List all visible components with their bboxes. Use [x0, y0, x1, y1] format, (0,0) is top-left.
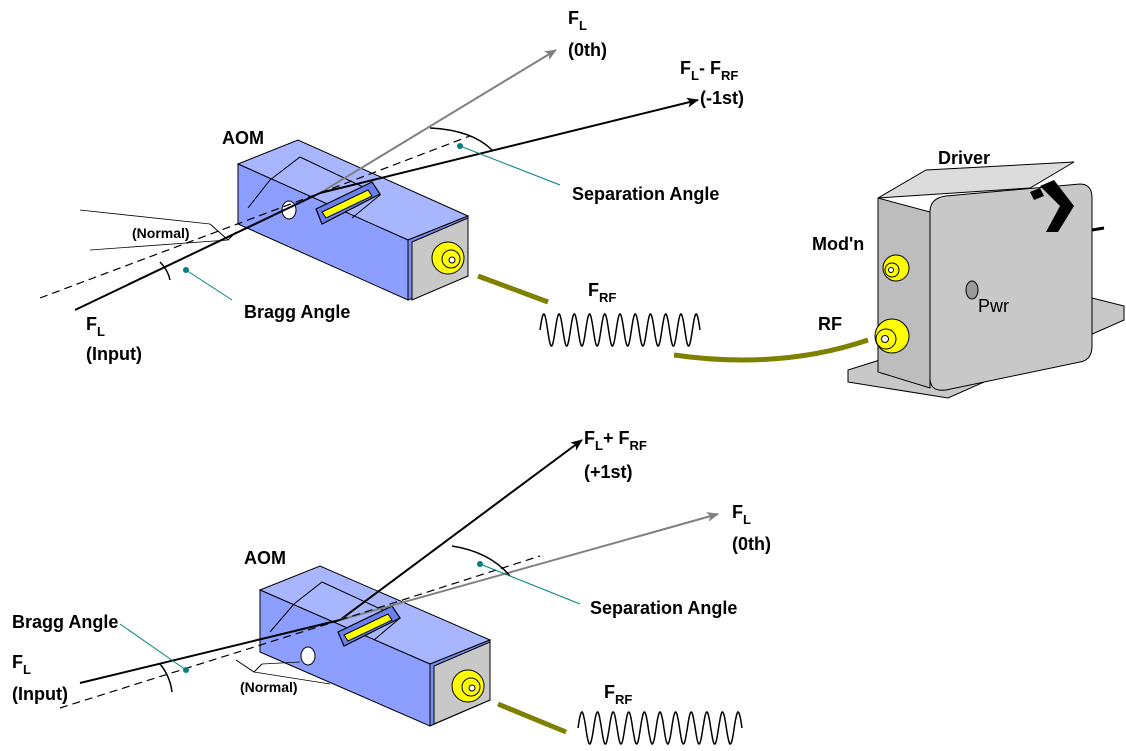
bottom-aom-aperture: [300, 646, 316, 666]
top-separation-label: Separation Angle: [572, 184, 719, 204]
power-knob: [965, 280, 979, 300]
top-normal-dashed-high: [319, 135, 471, 194]
top-separation-leader: [459, 145, 561, 186]
top-first-order-label: FL- FRF: [680, 58, 738, 83]
top-aom-cable: [477, 273, 549, 305]
top-aom-label: AOM: [222, 128, 264, 148]
top-first-order-beam: [319, 97, 699, 194]
driver-label: Driver: [938, 148, 990, 168]
top-first-order-label-line2: (-1st): [700, 88, 744, 108]
top-normal-bracket: [209, 223, 237, 241]
bottom-first-order-beam: [339, 439, 583, 621]
driver-front: [929, 183, 1093, 391]
top-aom-crystal-outline: [247, 156, 381, 219]
bottom-bragg-arc: [159, 663, 173, 693]
top-frf-label: FRF: [588, 280, 616, 305]
top-transducer-plate: [321, 189, 373, 219]
driver-side: [877, 197, 931, 389]
bottom-zeroth-beam: [339, 512, 719, 621]
driver-top: [877, 161, 1075, 199]
top-bragg-arc: [159, 261, 171, 281]
bottom-rf-wave: [577, 711, 743, 745]
bottom-separation-leader: [479, 563, 581, 605]
bottom-bragg-leader: [119, 623, 187, 671]
driver-cable: [673, 337, 869, 363]
bottom-aom-label: AOM: [244, 548, 286, 568]
top-zeroth-beam: [319, 49, 557, 194]
bottom-aom-crystal-outline: [269, 581, 401, 641]
top-rf-wave: [539, 313, 701, 347]
top-separation-arc: [429, 127, 493, 151]
top-normal-label: (Normal): [132, 225, 190, 241]
bottom-aom-assembly: [258, 565, 567, 735]
rf-label: RF: [818, 314, 842, 334]
bottom-aom-cable: [497, 701, 567, 735]
bottom-beams: [59, 439, 719, 709]
pwr-label: Pwr: [978, 296, 1009, 316]
bottom-transducer-plate: [343, 613, 393, 642]
top-input-label: FL: [86, 314, 105, 339]
top-beams: [39, 49, 699, 311]
bottom-frf-label: FRF: [604, 682, 632, 707]
bottom-bragg-label: Bragg Angle: [12, 612, 118, 632]
bottom-normal-bracket: [235, 659, 263, 673]
bottom-normal-dashed-high: [339, 555, 541, 621]
bottom-first-order-label-line2: (+1st): [584, 462, 633, 482]
bottom-input-label-line2: (Input): [12, 684, 68, 704]
bottom-separation-label: Separation Angle: [590, 598, 737, 618]
top-normal-dashed-low: [39, 192, 321, 299]
top-aom-assembly: [236, 139, 549, 305]
top-zeroth-label: FL: [568, 8, 587, 33]
top-bragg-label: Bragg Angle: [244, 302, 350, 322]
bottom-zeroth-label: FL: [732, 502, 751, 527]
bottom-normal-label: (Normal): [240, 679, 298, 695]
top-input-beam: [74, 192, 321, 311]
top-input-label-line2: (Input): [86, 344, 142, 364]
bottom-first-order-label: FL+ FRF: [584, 428, 647, 453]
driver-unit: [847, 161, 1125, 399]
bottom-zeroth-label-line2: (0th): [732, 534, 771, 554]
modn-label: Mod'n: [812, 234, 864, 254]
bottom-normal-dashed-low: [59, 619, 341, 709]
driver-logo-icon: [1040, 180, 1074, 232]
top-bragg-leader: [185, 269, 233, 301]
top-zeroth-label-line2: (0th): [568, 40, 607, 60]
bottom-separation-arc: [451, 545, 511, 577]
bottom-input-label: FL: [12, 652, 31, 677]
bottom-input-beam: [79, 619, 341, 684]
